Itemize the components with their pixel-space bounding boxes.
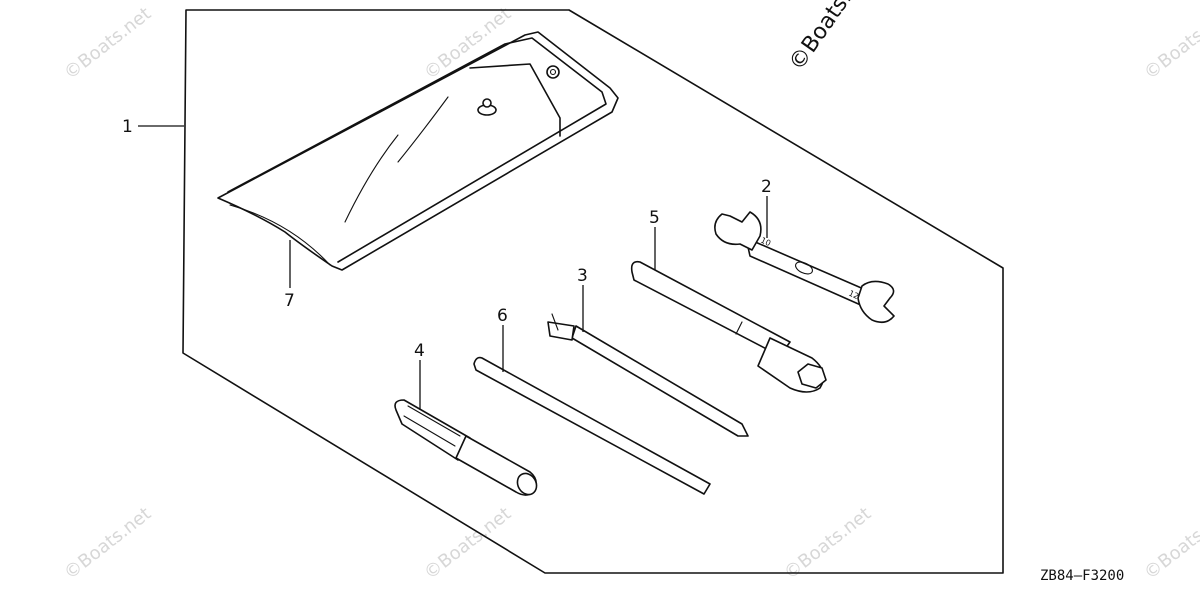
callout-label-7: 7 — [284, 291, 295, 311]
wrench-size-mark-left: 10 — [759, 236, 772, 248]
rod-body — [473, 356, 711, 495]
pouch-snap-upper-inner — [549, 68, 557, 76]
plug-wrench-tube — [630, 260, 791, 357]
pouch-inner-edge — [227, 37, 607, 263]
callout-label-3: 3 — [577, 266, 588, 286]
pouch-flap — [469, 63, 561, 137]
drawing-code: ZB84—F3200 — [1040, 568, 1124, 584]
wrench-head-right — [857, 280, 895, 324]
pouch-snap-upper — [546, 65, 560, 79]
plug-wrench-hex — [797, 363, 827, 389]
watermark-faint-1: ©Boats.net — [60, 3, 155, 84]
pouch-body — [217, 31, 619, 271]
screwdriver-shaft — [571, 325, 749, 437]
wrench-size-mark-right: 12 — [847, 289, 860, 301]
tommy-bar-rod — [473, 356, 711, 495]
assembly-boundary — [182, 9, 1004, 574]
watermark-faint-4: ©Boats.net — [60, 503, 155, 584]
wrench-head-left — [714, 211, 762, 251]
watermark-faint-7: ©Boats.net — [1140, 503, 1200, 584]
screwdriver-blade — [547, 313, 749, 437]
callout-label-6: 6 — [497, 306, 508, 326]
callout-label-2: 2 — [761, 177, 772, 197]
callout-label-1: 1 — [122, 117, 133, 137]
pouch-crease-3 — [229, 204, 331, 266]
pouch-crease-1 — [344, 134, 399, 223]
handle-socket-end — [516, 472, 538, 496]
handle-groove-1 — [407, 405, 461, 437]
watermark-faint-3: ©Boats.net — [1140, 3, 1200, 84]
watermark-faint-group: ©Boats.net ©Boats.net ©Boats.net ©Boats.… — [60, 3, 1200, 584]
pouch-snap-lower-top — [482, 98, 492, 108]
screwdriver-tip-detail — [551, 313, 559, 331]
watermark-faint-5: ©Boats.net — [420, 503, 515, 584]
open-end-wrench: 10 12 — [714, 211, 895, 324]
screwdriver-tip — [547, 321, 575, 341]
callout-label-5: 5 — [649, 208, 660, 228]
screwdriver-handle — [394, 399, 538, 496]
watermark-main: ©Boats.net — [784, 0, 878, 75]
watermark-faint-6: ©Boats.net — [780, 503, 875, 584]
handle-groove-2 — [403, 415, 456, 447]
callout-label-4: 4 — [414, 341, 425, 361]
spark-plug-wrench — [630, 260, 827, 393]
tool-pouch — [217, 31, 619, 271]
plug-wrench-ring — [735, 321, 743, 335]
wrench-logo — [795, 261, 813, 275]
pouch-crease-2 — [397, 96, 449, 163]
